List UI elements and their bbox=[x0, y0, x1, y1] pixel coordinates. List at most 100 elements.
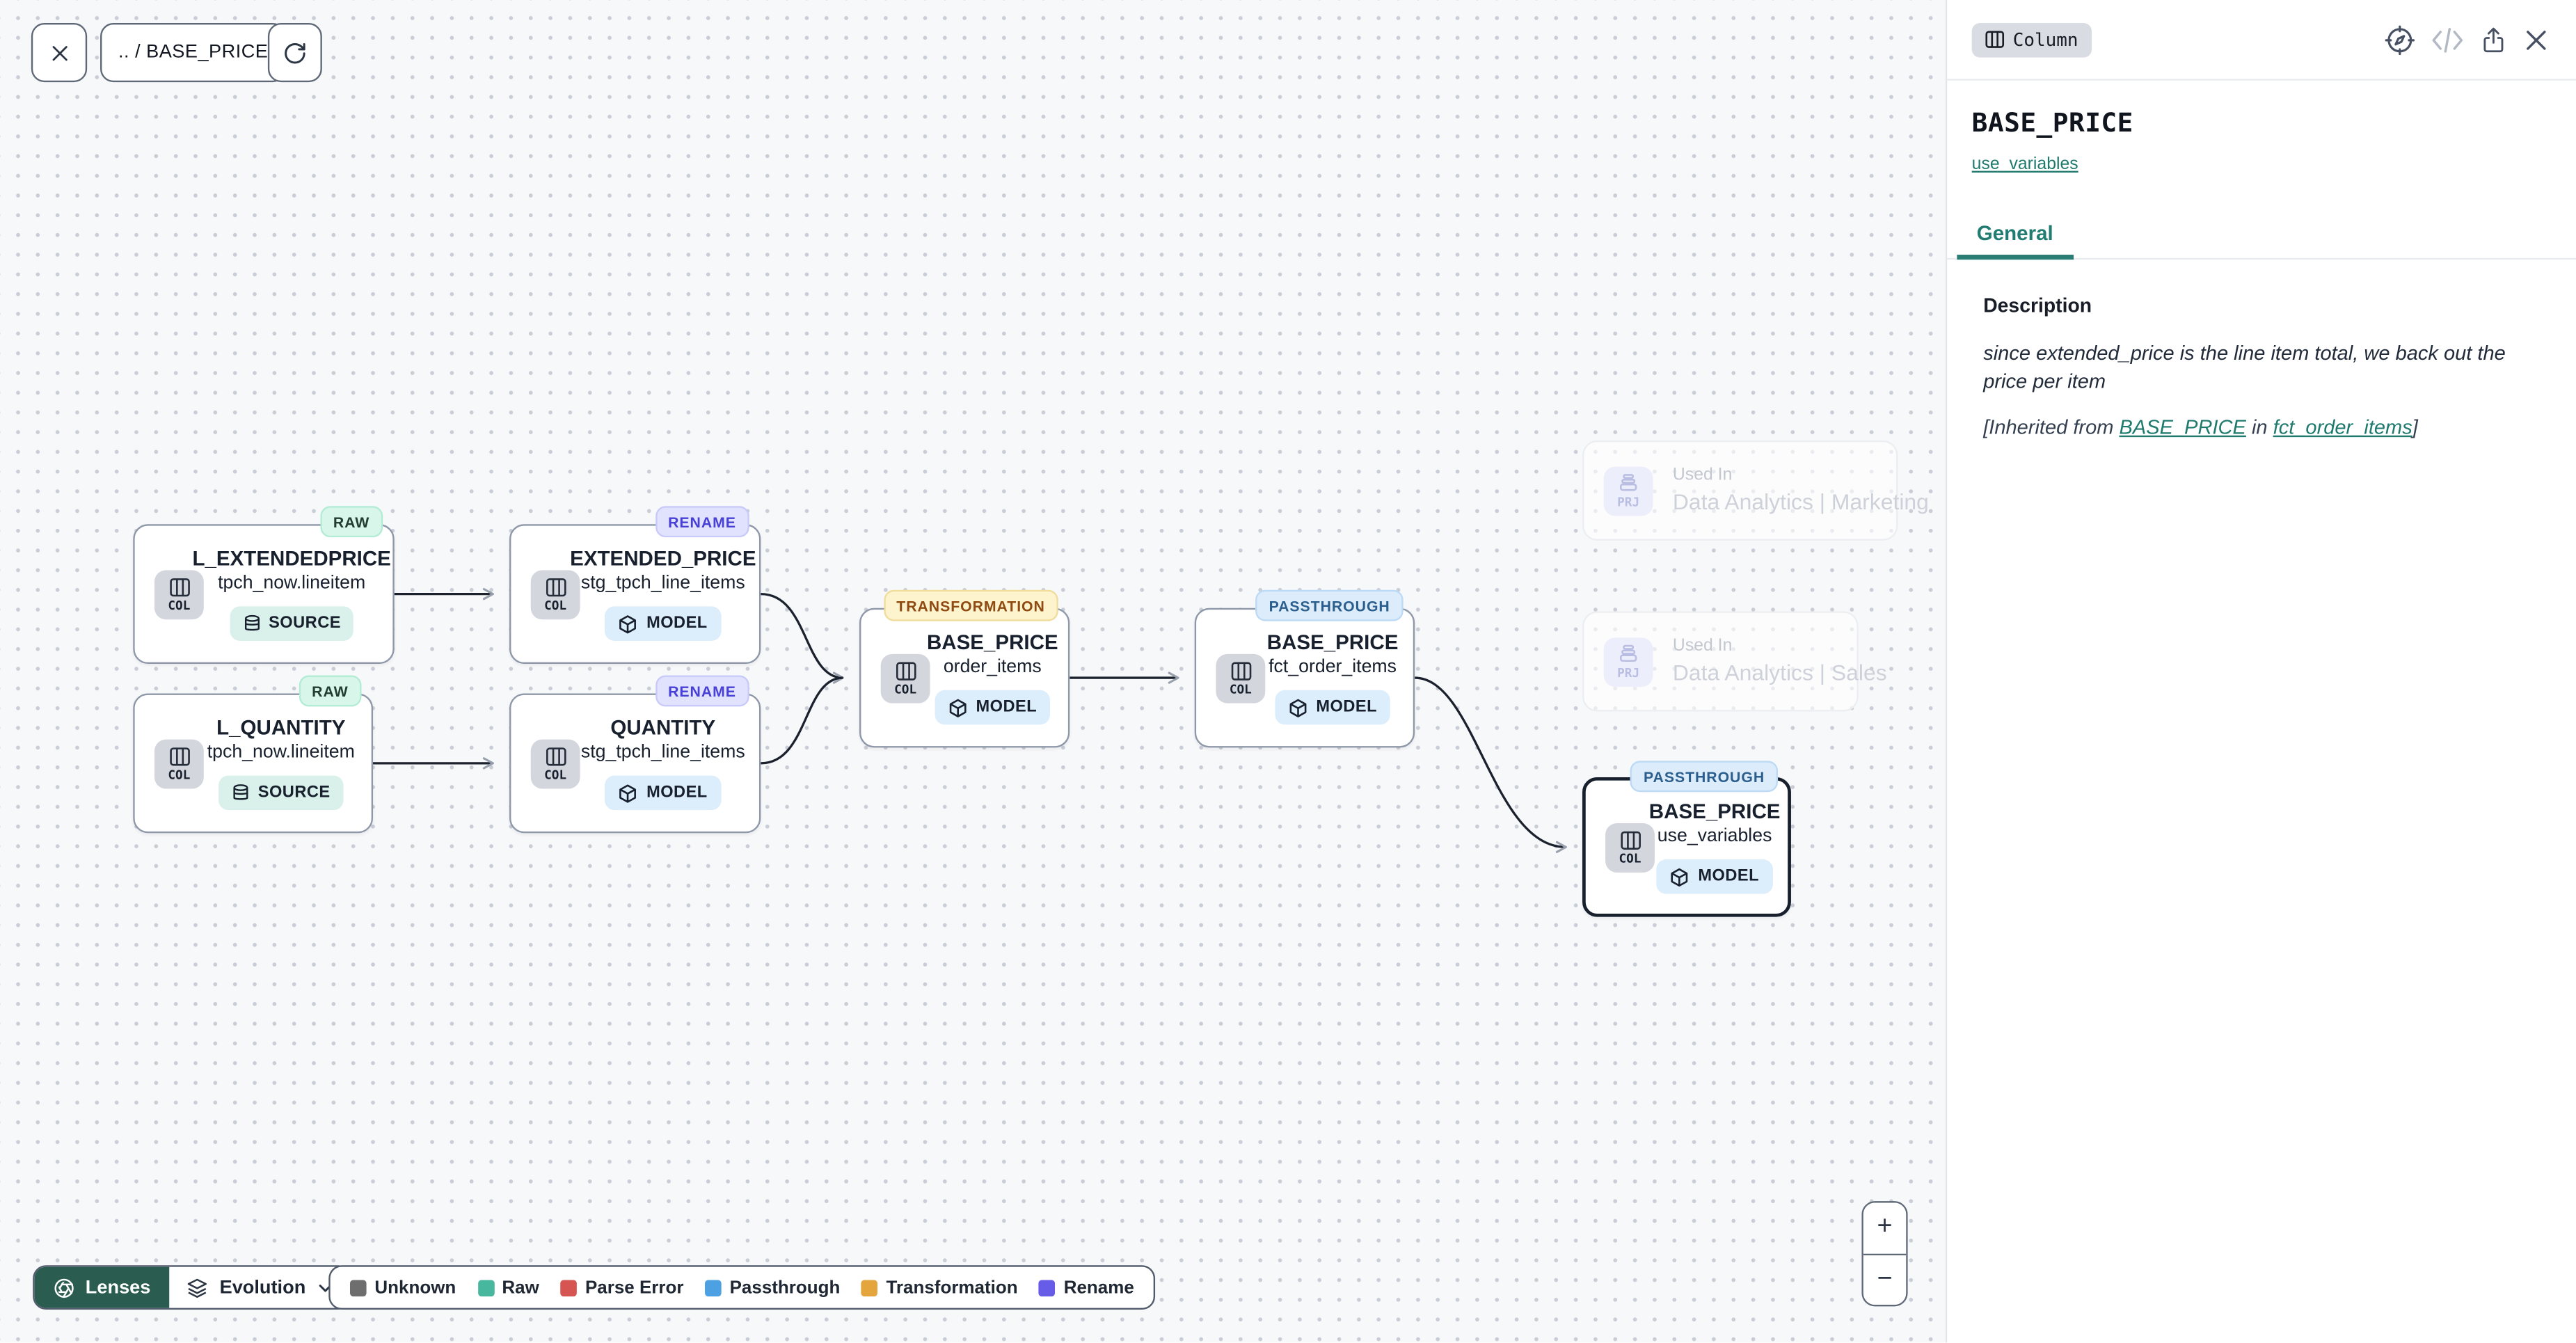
lineage-node-l-quantity[interactable]: RAW COL L_QUANTITY tpch_now.lineitem SOU… bbox=[133, 675, 374, 834]
column-type-box: COL bbox=[530, 569, 580, 619]
database-icon bbox=[244, 615, 259, 632]
columns-icon bbox=[169, 578, 189, 596]
zoom-in-button[interactable]: + bbox=[1863, 1202, 1907, 1255]
cube-icon bbox=[620, 784, 637, 803]
inherited-prefix: [Inherited from bbox=[1983, 416, 2120, 440]
chip-label: SOURCE bbox=[269, 615, 341, 634]
used-in-node-marketing[interactable]: PRJ Used In Data Analytics | Marketing bbox=[1582, 440, 1929, 541]
refresh-button[interactable] bbox=[267, 23, 322, 83]
status-badge: RENAME bbox=[655, 675, 749, 707]
lenses-control: Lenses Evolution bbox=[33, 1265, 352, 1310]
lenses-button[interactable]: Lenses bbox=[34, 1266, 169, 1308]
status-badge: PASSTHROUGH bbox=[1630, 761, 1779, 793]
zoom-out-button[interactable]: − bbox=[1863, 1254, 1907, 1305]
description-text: since extended_price is the line item to… bbox=[1983, 342, 2506, 393]
lineage-node-base-price-fct-order-items[interactable]: PASSTHROUGH COL BASE_PRICE fct_order_ite… bbox=[1194, 589, 1415, 748]
used-in-node-sales[interactable]: PRJ Used In Data Analytics | Sales bbox=[1582, 611, 1887, 712]
lens-view-label: Evolution bbox=[219, 1277, 306, 1298]
lineage-node-base-price-order-items[interactable]: TRANSFORMATION COL BASE_PRICE order_item… bbox=[859, 589, 1070, 748]
zoom-controls: + − bbox=[1861, 1201, 1908, 1307]
entity-type-badge: Column bbox=[1971, 22, 2092, 57]
legend-item: Raw bbox=[477, 1278, 539, 1297]
lens-view-dropdown[interactable]: Evolution bbox=[168, 1267, 350, 1308]
node-subtitle: fct_order_items bbox=[1269, 657, 1397, 677]
close-icon bbox=[51, 45, 67, 61]
status-badge: TRANSFORMATION bbox=[883, 589, 1058, 621]
model-link[interactable]: use_variables bbox=[1971, 154, 2078, 175]
panel-body: Description since extended_price is the … bbox=[1947, 260, 2576, 440]
code-icon bbox=[2432, 26, 2463, 52]
share-icon bbox=[2483, 26, 2504, 51]
cube-icon bbox=[949, 699, 967, 717]
legend-label: Raw bbox=[502, 1277, 539, 1298]
project-stack-icon bbox=[1619, 645, 1637, 662]
legend-item: Parse Error bbox=[560, 1278, 683, 1297]
column-type-box: COL bbox=[530, 738, 580, 788]
chip-label: SOURCE bbox=[257, 784, 331, 803]
chip-label: MODEL bbox=[1698, 868, 1759, 887]
inherited-suffix: ] bbox=[2412, 416, 2418, 440]
breadcrumb[interactable]: .. / BASE_PRICE bbox=[100, 23, 287, 83]
explore-button[interactable] bbox=[2384, 24, 2415, 55]
model-chip: MODEL bbox=[605, 607, 721, 642]
node-subtitle: order_items bbox=[943, 657, 1042, 677]
inherited-infix: in bbox=[2245, 416, 2273, 440]
col-label: COL bbox=[1229, 681, 1252, 697]
lineage-node-extended-price[interactable]: RENAME COL EXTENDED_PRICE stg_tpch_line_… bbox=[509, 506, 761, 665]
col-label: COL bbox=[544, 597, 567, 613]
used-in-label: Used In bbox=[1672, 635, 1733, 655]
view-code-button[interactable] bbox=[2431, 26, 2465, 54]
columns-icon bbox=[545, 747, 566, 765]
lineage-node-quantity[interactable]: RENAME COL QUANTITY stg_tpch_line_items … bbox=[509, 675, 761, 834]
legend-swatch bbox=[861, 1279, 878, 1296]
model-chip: MODEL bbox=[935, 690, 1051, 726]
columns-icon bbox=[895, 661, 916, 681]
compass-icon bbox=[2385, 24, 2415, 54]
share-button[interactable] bbox=[2479, 24, 2507, 55]
source-chip: SOURCE bbox=[218, 776, 344, 811]
status-badge: RAW bbox=[299, 675, 362, 707]
columns-icon bbox=[1985, 31, 2005, 48]
legend-swatch bbox=[349, 1279, 367, 1296]
legend-label: Rename bbox=[1063, 1277, 1134, 1298]
project-type-box: PRJ bbox=[1603, 637, 1653, 686]
legend-item: Passthrough bbox=[705, 1278, 840, 1297]
col-label: COL bbox=[168, 767, 191, 782]
legend-label: Transformation bbox=[886, 1277, 1018, 1298]
close-panel-button[interactable] bbox=[2522, 26, 2550, 54]
tab-general[interactable]: General bbox=[1957, 212, 2073, 260]
prj-label: PRJ bbox=[1617, 495, 1640, 510]
legend-item: Transformation bbox=[861, 1278, 1018, 1297]
node-title: QUANTITY bbox=[610, 715, 716, 739]
model-link-row: use_variables bbox=[1947, 138, 2576, 177]
close-lineage-button[interactable] bbox=[31, 23, 88, 83]
col-label: COL bbox=[894, 681, 917, 697]
breadcrumb-label: .. / BASE_PRICE bbox=[118, 42, 269, 63]
aperture-icon bbox=[54, 1276, 74, 1299]
layers-icon bbox=[186, 1278, 207, 1297]
col-label: COL bbox=[168, 597, 191, 613]
status-badge: RENAME bbox=[655, 506, 749, 538]
used-in-name: Data Analytics | Sales bbox=[1672, 660, 1887, 685]
prj-label: PRJ bbox=[1617, 665, 1640, 681]
legend-label: Passthrough bbox=[729, 1277, 841, 1298]
status-badge: RAW bbox=[319, 506, 383, 538]
lineage-node-base-price-use-variables[interactable]: PASSTHROUGH COL BASE_PRICE use_variables… bbox=[1582, 761, 1791, 917]
col-label: COL bbox=[1619, 850, 1641, 866]
lineage-canvas[interactable]: .. / BASE_PRICE RAW COL L_EXTENDEDPRICE … bbox=[0, 0, 1946, 1343]
inherited-model-link[interactable]: fct_order_items bbox=[2273, 416, 2412, 440]
columns-icon bbox=[1620, 831, 1640, 850]
status-badge: PASSTHROUGH bbox=[1255, 589, 1404, 621]
inherited-column-link[interactable]: BASE_PRICE bbox=[2119, 416, 2246, 440]
lenses-label: Lenses bbox=[85, 1277, 151, 1298]
lineage-node-l-extendedprice[interactable]: RAW COL L_EXTENDEDPRICE tpch_now.lineite… bbox=[133, 506, 395, 665]
chip-label: MODEL bbox=[976, 699, 1037, 717]
close-icon bbox=[2527, 29, 2546, 49]
panel-tabs: General bbox=[1947, 212, 2576, 260]
columns-icon bbox=[545, 578, 566, 596]
col-label: COL bbox=[544, 767, 567, 782]
node-subtitle: stg_tpch_line_items bbox=[580, 573, 745, 594]
node-title: L_EXTENDEDPRICE bbox=[192, 546, 391, 570]
node-subtitle: stg_tpch_line_items bbox=[580, 742, 745, 763]
